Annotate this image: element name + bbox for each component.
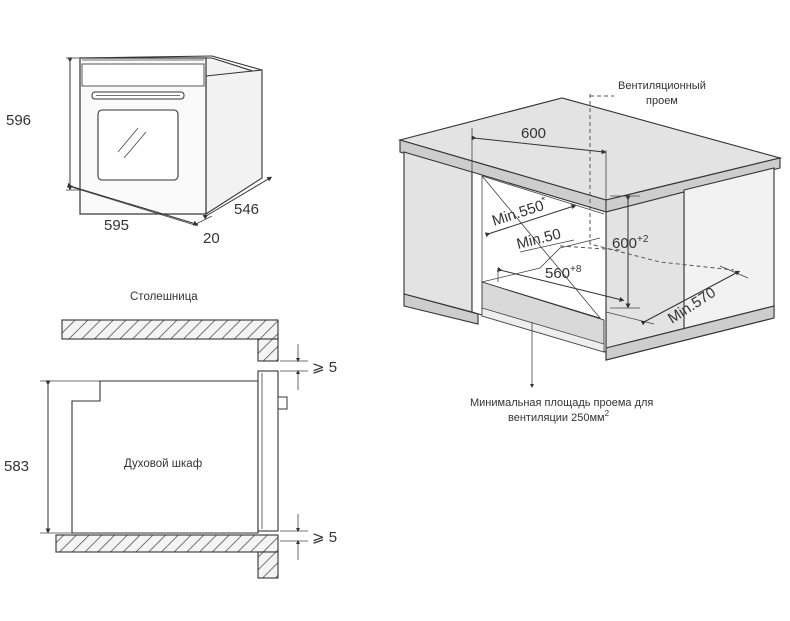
width-dimension-line <box>66 182 199 226</box>
plinth-left <box>403 293 479 325</box>
width-600-value: 600 <box>521 125 546 142</box>
section-height-value: 583 <box>4 458 29 475</box>
oven-height-value: 596 <box>6 112 31 129</box>
oven-body-outline <box>71 380 259 534</box>
bottom-shelf-lip <box>257 551 279 579</box>
vent-label-line1: Вентиляционный <box>618 80 706 92</box>
min-570-dimension-line <box>640 270 741 326</box>
countertop-section <box>61 319 279 340</box>
oven-3d-drawing: 596 595 546 20 <box>6 55 273 247</box>
gap-bottom-value: ⩾ 5 <box>312 529 337 546</box>
countertop-lip <box>257 338 279 362</box>
height-600-value: 600+2 <box>612 234 649 252</box>
section-drawing: Столешница Духовой шкаф 583 ⩾ 5 ⩾ 5 <box>4 291 337 579</box>
oven-window <box>97 109 179 181</box>
vent-note-line2: вентиляции 250мм2 <box>508 409 610 424</box>
oven-width-value: 595 <box>104 217 129 234</box>
oven-depth-value: 546 <box>234 201 259 218</box>
vent-label-line2: проем <box>646 95 678 107</box>
gap-top-value: ⩾ 5 <box>312 359 337 376</box>
oven-control-panel <box>81 63 205 87</box>
vent-note-line1: Минимальная площадь проема для <box>470 397 653 409</box>
width-560-value: 560+8 <box>545 264 582 282</box>
countertop-label: Столешница <box>130 291 198 303</box>
vent-opening-dashed <box>589 94 735 271</box>
depth-dimension-line <box>202 176 273 220</box>
width-600-dimension-line <box>471 135 607 155</box>
width-560-dimension-line <box>496 266 625 302</box>
bottom-shelf-section <box>55 534 279 553</box>
oven-door-profile <box>257 370 279 532</box>
door-handle-profile <box>277 396 288 410</box>
left-cabinet-front <box>403 151 473 313</box>
oven-front-offset-value: 20 <box>203 230 220 247</box>
cabinet-3d-drawing: Вентиляционный проем 600 Min.550* Min.50… <box>397 80 783 424</box>
oven-side-face <box>205 69 263 216</box>
oven-label: Духовой шкаф <box>124 458 202 470</box>
min-550-dimension-line <box>484 204 577 238</box>
